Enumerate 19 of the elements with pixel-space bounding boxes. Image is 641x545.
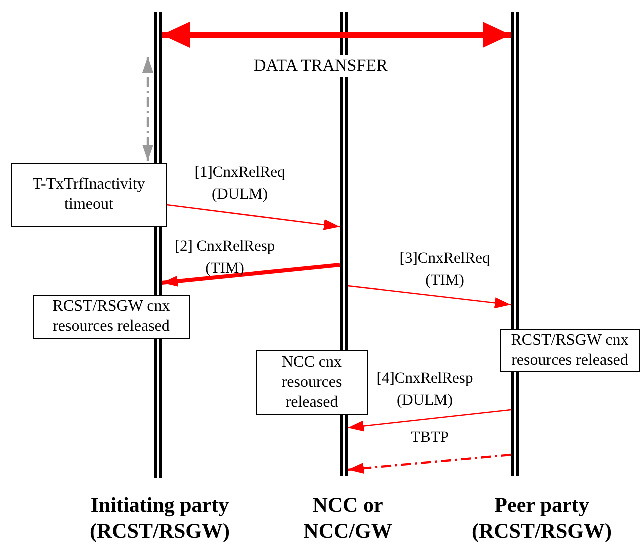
event-box: RCST/RSGW cnx resources released — [500, 329, 640, 372]
double-arrow — [162, 22, 511, 48]
event-box: NCC cnx resources released — [256, 350, 368, 415]
arrow — [348, 454, 512, 474]
party-label: NCC or NCC/GW — [302, 492, 394, 544]
arrow — [348, 409, 512, 432]
arrow — [142, 57, 154, 161]
edge-label: [1]CnxRelReq (DULM) — [194, 163, 286, 205]
arrow — [348, 285, 512, 309]
edge-label: [3]CnxRelReq (TIM) — [398, 249, 492, 291]
party-label: Peer party (RCST/RSGW) — [470, 492, 614, 544]
edge-label: [4]CnxRelResp (DULM) — [376, 369, 474, 411]
edge-label: TBTP — [410, 428, 450, 448]
edge-label: [2] CnxRelResp (TIM) — [174, 237, 276, 279]
arrow — [162, 263, 340, 287]
event-box: RCST/RSGW cnx resources released — [33, 295, 190, 339]
event-box: T-TxTrfInactivity timeout — [11, 163, 167, 227]
party-label: Initiating party (RCST/RSGW) — [88, 492, 232, 544]
arrow — [166, 204, 340, 230]
